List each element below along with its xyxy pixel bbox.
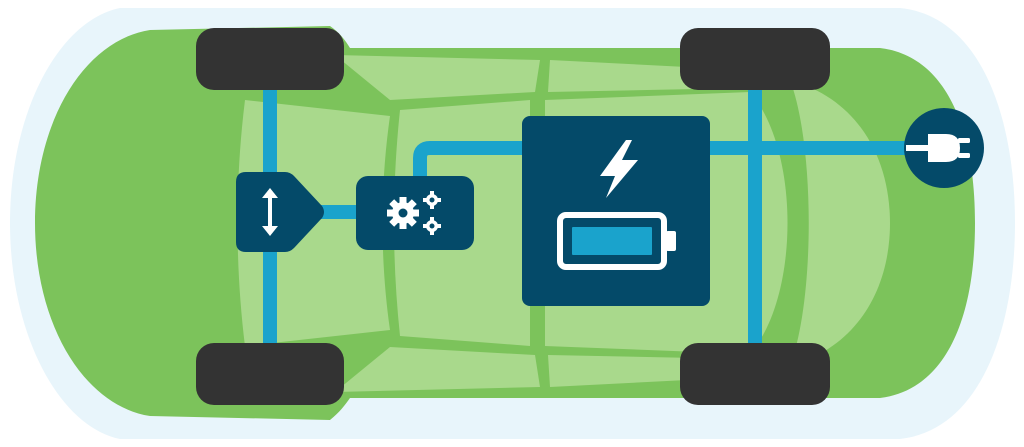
gear-small-top	[423, 191, 441, 209]
charging-port	[904, 108, 984, 188]
battery-pack	[522, 116, 710, 306]
wheels	[196, 28, 830, 405]
window-top-left	[335, 55, 540, 100]
plug-icon	[906, 134, 970, 162]
electric-motor	[236, 172, 324, 252]
battery-charge-fill	[572, 227, 652, 255]
gears-icon	[387, 191, 441, 235]
power-electronics	[356, 176, 474, 250]
battery-pack-box	[522, 116, 710, 306]
electric-motor-box	[236, 172, 324, 252]
battery-shell	[557, 212, 667, 270]
up-down-arrow-icon	[262, 188, 278, 236]
power-lines	[263, 80, 920, 360]
wheel-rear-right	[196, 343, 344, 405]
lightning-bolt-icon	[600, 140, 638, 198]
battery-terminal	[666, 231, 676, 251]
battery-icon	[557, 212, 676, 270]
wheel-front-right	[680, 343, 830, 405]
window-bottom-left	[335, 347, 540, 392]
wheel-rear-left	[196, 28, 344, 90]
gear-large	[387, 197, 419, 229]
gear-small-bottom	[423, 217, 441, 235]
wheel-front-left	[680, 28, 830, 90]
electronics-to-battery-line	[413, 141, 530, 180]
